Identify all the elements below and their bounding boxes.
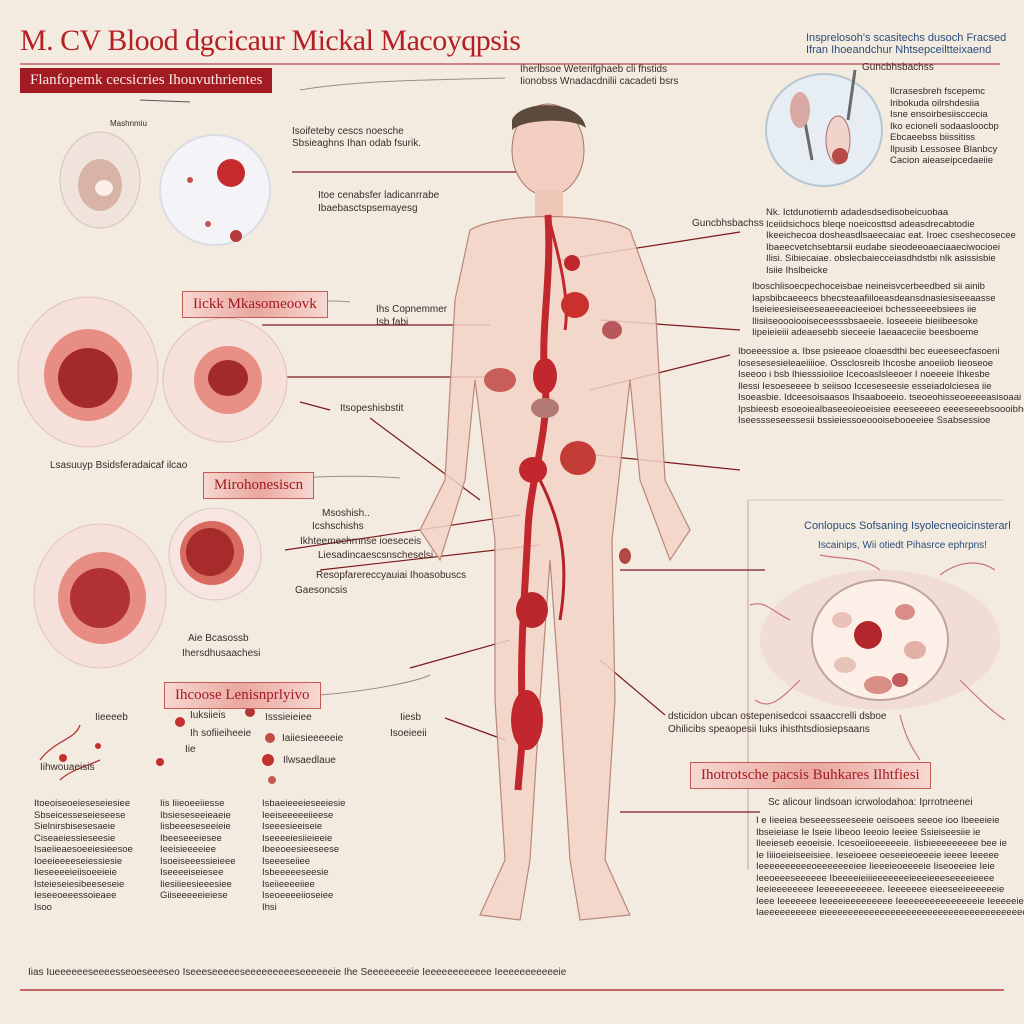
cell-right-title: Conlopucs Sofsaning Isyolecneoicinsterar… xyxy=(804,520,1011,532)
bottom-left-col-3: Isbaeieeeieseeiesie Ieeiseeeeeiieese Ise… xyxy=(262,798,346,913)
footer-text: Iias Iueeeeeeseeeesseoeseeeseo Iseeeseee… xyxy=(28,967,567,978)
mito-cells xyxy=(33,507,262,669)
bl-small-c: Isssieieiee xyxy=(265,712,312,723)
label-mito-d: Liesadincaescsnscheselsi xyxy=(318,550,434,561)
cell-right-sub: Iscainips, Wii otiedt Pihasrce ephrpns! xyxy=(818,540,987,551)
label-mito-g: Aie Bcasossb xyxy=(188,633,249,644)
micro-caption: Lsasuuyp Bsidsferadaicaf ilcao xyxy=(50,460,188,471)
label-cell1: Mashnmiu xyxy=(110,119,147,128)
label-cell3a: Itoe cenabsfer ladicanrrabe xyxy=(318,190,440,201)
label-micro-a: Ihs Copnemmer xyxy=(376,304,448,315)
cell-right-caption-1: dsticidon ubcan ostepenisedcoi ssaaccrel… xyxy=(668,711,887,722)
micro-cells xyxy=(17,296,288,448)
bl-small-b: Iuksiieis xyxy=(190,710,226,721)
bl-small-d: Iiesb xyxy=(400,712,422,723)
bl-small-h: Iie xyxy=(185,744,196,755)
bl-small-f: Ih sofiieiheeie xyxy=(190,728,252,739)
bottom-left-col-2: Iis Iiieoeeiiesse Ibsieseseeieaeie Iisbe… xyxy=(160,798,236,901)
top-left-cells xyxy=(59,131,271,246)
top-right-title-1: Insprelosoh's scasitechs dusoch Fracsed xyxy=(806,32,1007,44)
body-figure xyxy=(419,103,691,921)
top-center-note-2: Iionobss Wnadacdnilii cacadeti bsrs xyxy=(520,76,679,87)
cell-right-caption-2: Ohilicibs speaopesii Iuks ihisthtsdiosie… xyxy=(668,724,870,735)
label-micro-b: Isb fabi xyxy=(376,317,409,328)
label-mito-e: Resopfarereccyauiai Ihoasobuscs xyxy=(316,570,467,581)
cell-illustration-right xyxy=(749,554,1006,761)
top-right-title-2: Ifran Ihoeandchur Nhtsepceiltteixaend xyxy=(806,44,992,56)
bottom-right-paragraph: I e Iieeiea beseeesseeseeie oeisoees see… xyxy=(756,815,1024,918)
label-cell2b: Sbsieaghns Ihan odab fsurik. xyxy=(292,138,421,149)
middle-right-paragraph-3: Iboeeessioe a. Ibse psieeaoe cloaesdthi … xyxy=(738,346,1024,426)
label-mito-h: Ihersdhusaachesi xyxy=(182,648,261,659)
page-title: M. CV Blood dgcicaur Mickal Macoyqpsis xyxy=(20,24,521,57)
bottom-right-sub: Sc alicour lindsoan icrwolodahoa: Iprrot… xyxy=(768,797,973,808)
label-mito-b: Icshschishs xyxy=(312,521,364,532)
bl-small-a: Iieeeeb xyxy=(95,712,128,723)
label-cell3b: Ibaebasctspsemayesg xyxy=(318,203,418,214)
middle-right-paragraph-2: Iboschlisoecpechoceisbae neineisvcerbeed… xyxy=(752,281,996,338)
bottom-left-col-1: Itoeoiseoeieseseiesiee Sbseicesseseiesee… xyxy=(34,798,133,913)
top-center-note-1: Iherlbsoe Weterifghaeb cli fhstids xyxy=(520,64,668,75)
scattered-cells xyxy=(39,707,276,784)
header-top-left: Flanfopemk cecsicries Ihouvuthrientes xyxy=(20,68,273,93)
middle-right-paragraph: Nk. Ictdunotiernb adadesdsedisobeicuobaa… xyxy=(766,207,1016,276)
header-mitoh: Mirohonesiscn xyxy=(203,472,315,499)
label-right-spec: Guncbhsbachss xyxy=(692,218,764,229)
top-right-paragraph: Ilcrasesbreh fscepemc Iribokuda oilrshde… xyxy=(890,86,999,166)
label-cell2a: Isoifeteby cescs noesche xyxy=(292,126,404,137)
label-micro-c: Itsopeshisbstit xyxy=(340,403,404,414)
label-mito-a: Msoshish.. xyxy=(322,508,370,519)
label-mito-c: Ikhteemechrnnse ioeseceis xyxy=(300,536,422,547)
header-necrosis: Ihcoose Lenisnprlyivo xyxy=(164,682,321,709)
label-mito-f: Gaesoncsis xyxy=(295,585,348,596)
top-right-illustration xyxy=(765,69,883,187)
bl-small-i: Iihwouaeisis xyxy=(40,762,95,773)
top-right-caption: Guncbhsbachss xyxy=(862,62,934,73)
header-micro: Iickk Mkasomeoovk xyxy=(182,291,328,318)
header-bottom-right: Ihotrotsche pacsis Buhkares Ilhtfiesi xyxy=(690,762,931,789)
bl-small-j: Ilwsaedlaue xyxy=(283,755,336,766)
bl-small-g: Iaiiesieeeeeie xyxy=(282,733,344,744)
bl-small-e: Isoeieeii xyxy=(390,728,427,739)
